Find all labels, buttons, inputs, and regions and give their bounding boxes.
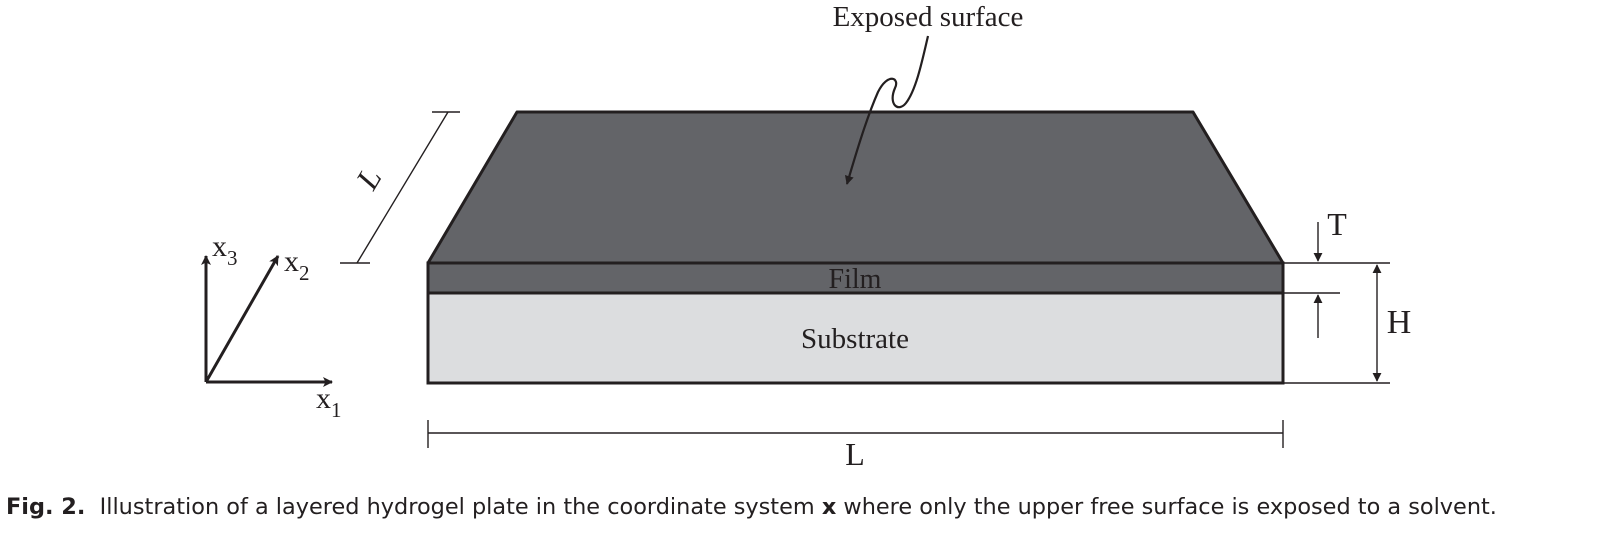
axis-x3-label: x3 xyxy=(212,230,238,270)
figure-caption: Fig. 2. Illustration of a layered hydrog… xyxy=(6,496,1606,518)
axis-x2-label: x2 xyxy=(284,245,310,285)
film-thickness-label: T xyxy=(1327,206,1347,242)
axis-x2-arrow xyxy=(204,255,280,383)
width-length-label: L xyxy=(845,436,865,470)
total-height-dimension: H xyxy=(1283,264,1412,384)
caption-text-after: where only the upper free surface is exp… xyxy=(843,494,1497,520)
substrate-label: Substrate xyxy=(801,323,909,355)
exposed-surface-pointer xyxy=(844,35,930,185)
caption-vector-symbol: x xyxy=(821,494,837,520)
caption-text-before: Illustration of a layered hydrogel plate… xyxy=(99,494,815,520)
axis-x1-label: x1 xyxy=(316,382,342,422)
coordinate-axes: x1 x3 x2 xyxy=(201,230,342,422)
film-thickness-dimension: T xyxy=(1283,206,1390,338)
exposed-top-surface xyxy=(426,110,1285,265)
substrate-layer xyxy=(426,291,1285,385)
hydrogel-plate-diagram: Film Substrate Exposed surface L L T H xyxy=(201,1,1412,470)
depth-length-label: L xyxy=(348,161,389,196)
figure-number: Fig. 2. xyxy=(6,494,86,520)
width-dimension: L xyxy=(427,420,1284,470)
total-height-label: H xyxy=(1387,304,1412,341)
exposed-surface-label: Exposed surface xyxy=(833,1,1024,33)
film-label: Film xyxy=(829,264,882,295)
